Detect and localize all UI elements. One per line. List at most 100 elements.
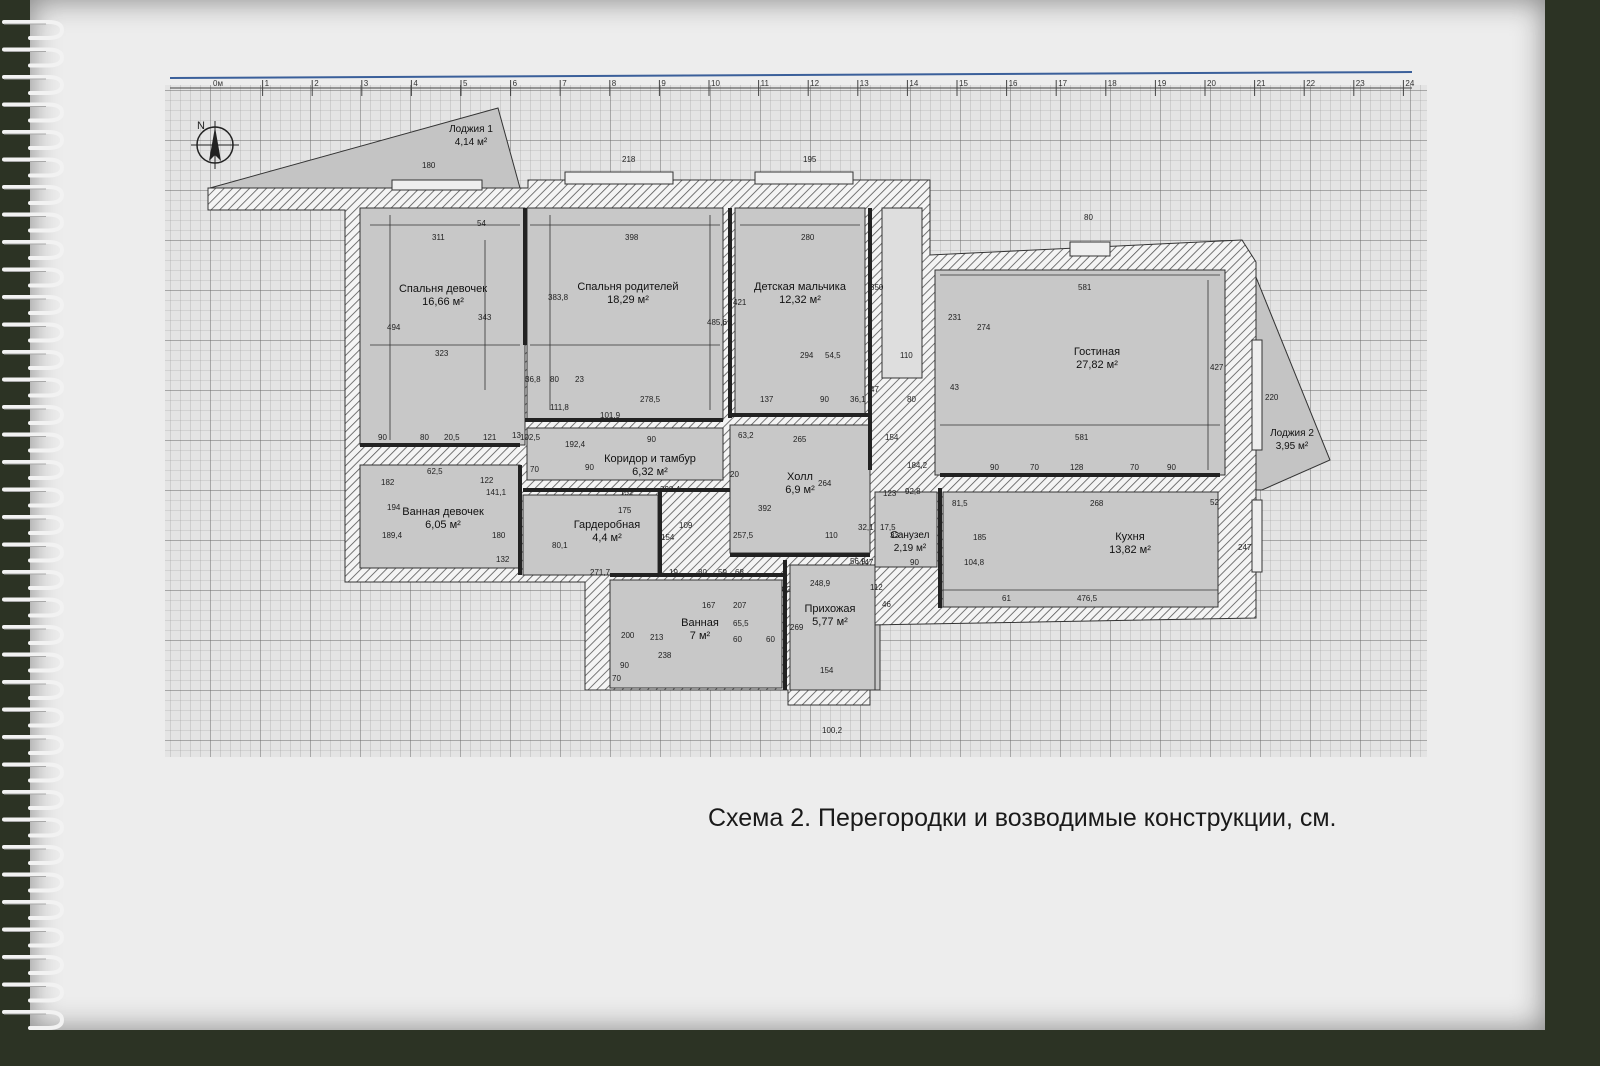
ruler-tick-label: 7 <box>562 79 567 88</box>
ruler-tick-label: 20 <box>1207 79 1216 88</box>
binding-ring <box>2 240 65 260</box>
binding-ring <box>2 872 65 893</box>
dimension-label: 20,5 <box>444 433 460 442</box>
compass-label: N <box>197 120 205 132</box>
dimension-label: 269 <box>790 623 804 632</box>
dimension-label: 238 <box>658 651 672 660</box>
dimension-label: 265 <box>793 435 807 444</box>
ruler-tick-label: 1 <box>265 79 270 88</box>
dimension-label: 90 <box>647 435 656 444</box>
binding-ring <box>2 652 65 673</box>
ruler-tick-label: 4 <box>413 79 418 88</box>
binding-ring <box>2 1010 65 1030</box>
dimension-label: 581 <box>1075 433 1089 442</box>
binding-ring <box>2 432 65 453</box>
dimension-label: 110 <box>900 351 913 360</box>
ruler-tick-label: 24 <box>1405 79 1414 88</box>
dimension-label: 294 <box>800 351 814 360</box>
room-name-bathroom: Ванная <box>681 617 719 629</box>
binding-ring <box>2 130 65 150</box>
room-name-loggia-2: Лоджия 2 <box>1270 428 1314 439</box>
binding-ring <box>2 515 65 535</box>
ruler-tick-label: 3 <box>364 79 369 88</box>
ruler-tick-label: 12 <box>810 79 819 88</box>
dimension-label: 23 <box>575 375 584 384</box>
dimension-label: 46 <box>882 600 891 609</box>
dimension-label: 132 <box>496 555 510 564</box>
dimension-label: 19 <box>669 568 678 577</box>
room-name-corridor: Коридор и тамбур <box>604 453 696 465</box>
dimension-label: 147 <box>860 558 874 567</box>
binding-ring <box>2 487 65 508</box>
dimension-label: 100,2 <box>822 726 843 735</box>
ruler-tick-label: 18 <box>1108 79 1117 88</box>
room-area-loggia-1: 4,14 м² <box>455 137 488 148</box>
dimension-label: 398,4 <box>660 485 681 494</box>
dimension-label: 109 <box>679 521 693 530</box>
dimension-label: 92,8 <box>905 487 921 496</box>
dimension-label: 32,1 <box>858 523 874 532</box>
dimension-label: 62,5 <box>427 467 443 476</box>
dimension-label: 90 <box>585 463 594 472</box>
dimension-label: 112 <box>870 583 883 592</box>
dimension-label: 121 <box>483 433 497 442</box>
ruler-tick-label: 16 <box>1009 79 1018 88</box>
binding-ring <box>2 267 65 288</box>
room-area-boys-room: 12,32 м² <box>779 294 821 306</box>
dimension-label: 247 <box>1238 543 1252 552</box>
binding-ring <box>2 322 65 343</box>
dimension-label: 141,1 <box>486 488 507 497</box>
room-name-wardrobe: Гардеробная <box>574 519 641 531</box>
ruler-tick-label: 21 <box>1257 79 1266 88</box>
binding-ring <box>2 762 65 783</box>
dimension-label: 90 <box>990 463 999 472</box>
dimension-label: 59 <box>718 568 727 577</box>
room-area-hall: 6,9 м² <box>785 484 815 496</box>
room-name-loggia-1: Лоджия 1 <box>449 124 493 135</box>
dimension-label: 137 <box>760 395 774 404</box>
ruler-tick-label: 15 <box>959 79 968 88</box>
ruler-origin-label: 0м <box>213 79 223 88</box>
binding-ring <box>2 927 65 948</box>
dimension-label: 383,8 <box>548 293 569 302</box>
binding-ring <box>2 680 65 700</box>
dimension-label: 231 <box>948 313 962 322</box>
dimension-label: 398 <box>625 233 639 242</box>
binding-ring <box>2 460 65 480</box>
binding-ring <box>2 817 65 838</box>
room-area-girls-bedroom: 16,66 м² <box>422 296 464 308</box>
dimension-label: 110 <box>825 531 838 540</box>
binding-ring <box>2 542 65 563</box>
dimension-label: 80 <box>550 375 559 384</box>
binding-ring <box>2 707 65 728</box>
dimension-label: 20 <box>730 470 739 479</box>
dimension-label: 271,7 <box>590 568 611 577</box>
dimension-label: 70 <box>1030 463 1039 472</box>
north-compass-icon: N <box>191 120 239 169</box>
binding-ring <box>2 350 65 370</box>
dimension-label: 274 <box>977 323 991 332</box>
dimension-label: 175 <box>618 506 632 515</box>
ruler-tick-label: 22 <box>1306 79 1315 88</box>
binding-ring <box>2 982 65 1003</box>
dimension-label: 17,5 <box>880 523 896 532</box>
dimension-label: 65,5 <box>733 619 749 628</box>
dimension-label: 257,5 <box>733 531 754 540</box>
dimension-label: 343 <box>478 313 492 322</box>
ruler-tick-label: 2 <box>314 79 319 88</box>
dimension-label: 154 <box>885 433 899 442</box>
dimension-label: 101,9 <box>600 411 621 420</box>
room-name-wc: Санузел <box>891 530 930 541</box>
binding-ring <box>2 102 65 123</box>
binding-ring <box>2 212 65 233</box>
dimension-label: 154 <box>661 533 675 542</box>
dimension-label: 80,1 <box>552 541 568 550</box>
binding-ring <box>2 735 65 755</box>
binding-ring <box>2 185 65 205</box>
binding-ring <box>2 75 65 95</box>
dimension-label: 280 <box>801 233 815 242</box>
dimension-label: 182 <box>381 478 395 487</box>
dimension-label: 494 <box>387 323 401 332</box>
